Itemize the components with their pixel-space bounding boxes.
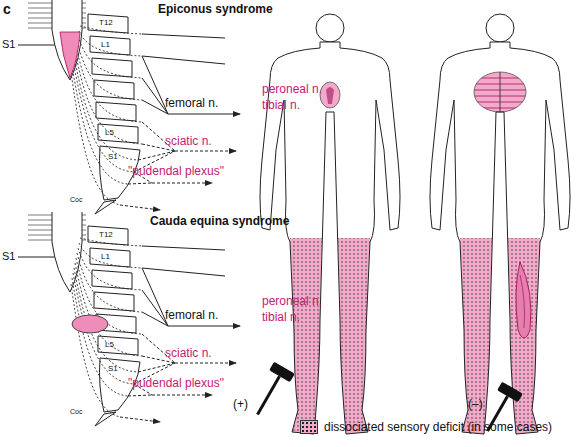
legend-text: dissociated sensory deficit (in some cas…	[324, 420, 552, 434]
spine-sketch	[18, 212, 240, 426]
vertebra-label: T12	[99, 230, 113, 239]
vertebra-label: Coc	[70, 196, 82, 204]
spine-sketch	[18, 0, 240, 214]
nerve-label: femoral n.	[165, 97, 218, 111]
nerve-label: sciatic n.	[165, 347, 212, 361]
vertebra-label: L5	[105, 128, 114, 137]
vertebra-label: L5	[105, 340, 114, 349]
nerve-label: peroneal n.	[262, 295, 322, 309]
nerve-label: peroneal n.	[262, 83, 322, 97]
nerve-label: tibial n.	[262, 311, 300, 325]
panel-letter: c	[3, 1, 11, 17]
section-heading: Epiconus syndrome	[158, 3, 273, 17]
vertebra-label: S1	[108, 364, 118, 373]
segment-label: S1	[2, 38, 15, 51]
vertebra-label: L1	[101, 40, 110, 49]
section-heading: Cauda equina syndrome	[150, 215, 289, 229]
epiconus-lesion	[60, 32, 80, 78]
nerve-label: "pudendal plexus"	[128, 165, 224, 179]
reflex-hammer	[247, 362, 295, 421]
legend-swatch	[300, 420, 318, 434]
nerve-label: tibial n.	[262, 99, 300, 113]
reflex-sign: (–)	[468, 398, 483, 412]
back-figure	[430, 14, 570, 434]
vertebra-label: T12	[99, 18, 113, 27]
segment-label: S1	[2, 250, 15, 263]
vertebra-label: S1	[108, 152, 118, 161]
vertebra-label: Coc	[70, 408, 82, 416]
nerve-label: sciatic n.	[165, 135, 212, 149]
nerve-label: "pudendal plexus"	[128, 377, 224, 391]
reflex-sign: (+)	[233, 398, 248, 412]
nerve-label: femoral n.	[165, 309, 218, 323]
cauda-lesion	[72, 315, 108, 333]
vertebra-label: L1	[101, 252, 110, 261]
legend-entry: dissociated sensory deficit (in some cas…	[300, 420, 552, 434]
